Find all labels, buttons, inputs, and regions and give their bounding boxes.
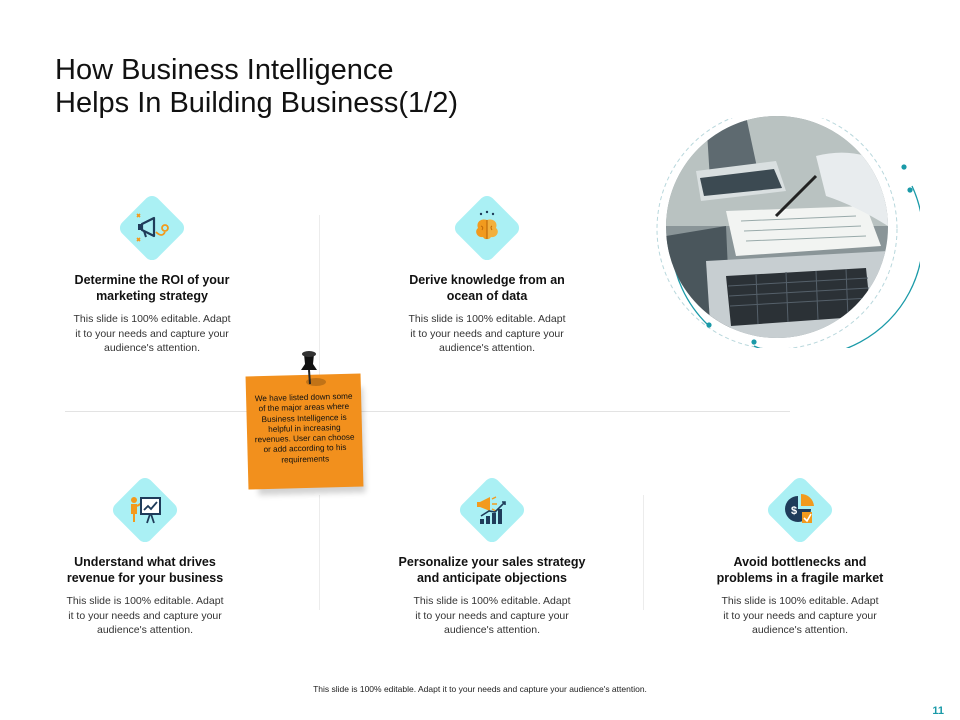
pie-chart-dollar-icon: $ [785, 493, 814, 523]
laptop-notepad-photo [666, 116, 888, 338]
icon-badge: $ [760, 470, 840, 550]
icon-badge [112, 188, 192, 268]
icon-badge [452, 470, 532, 550]
vertical-divider [643, 495, 644, 610]
card-understand-revenue: Understand what drives revenue for your … [50, 470, 240, 638]
card-description: This slide is 100% editable. Adapt it to… [73, 313, 231, 354]
presentation-chart-icon [131, 497, 161, 524]
brain-icon [476, 210, 498, 240]
icon-badge [105, 470, 185, 550]
page-number: 11 [932, 705, 944, 717]
card-avoid-bottlenecks: $ Avoid bottlenecks and problems in a fr… [705, 470, 895, 638]
pushpin-icon [301, 351, 326, 386]
icon-badge [447, 188, 527, 268]
megaphone-target-icon [136, 213, 169, 242]
slide-title-line-1: How Business Intelligence [55, 54, 394, 86]
slide-title-line-2: Helps In Building Business(1/2) [55, 87, 458, 119]
card-description: This slide is 100% editable. Adapt it to… [408, 313, 566, 354]
vertical-divider [319, 215, 320, 393]
card-derive-knowledge: Derive knowledge from an ocean of data T… [392, 188, 582, 356]
sticky-note-text: We have listed down some of the major ar… [254, 391, 355, 465]
card-title: Derive knowledge from an ocean of data [409, 273, 565, 303]
card-description: This slide is 100% editable. Adapt it to… [413, 595, 571, 636]
card-roi-marketing: Determine the ROI of your marketing stra… [57, 188, 247, 356]
card-description: This slide is 100% editable. Adapt it to… [721, 595, 879, 636]
card-description: This slide is 100% editable. Adapt it to… [66, 595, 224, 636]
horizontal-divider [65, 411, 790, 412]
card-personalize-sales: Personalize your sales strategy and anti… [397, 470, 587, 638]
card-title: Determine the ROI of your marketing stra… [74, 273, 230, 303]
card-title: Personalize your sales strategy and anti… [398, 555, 586, 585]
vertical-divider [319, 495, 320, 610]
card-title: Understand what drives revenue for your … [66, 555, 224, 585]
slide-title: How Business Intelligence Helps In Build… [55, 54, 615, 120]
footer-text: This slide is 100% editable. Adapt it to… [313, 684, 647, 694]
megaphone-bar-chart-icon [477, 496, 506, 524]
svg-text:$: $ [791, 505, 797, 517]
card-title: Avoid bottlenecks and problems in a frag… [716, 555, 884, 585]
